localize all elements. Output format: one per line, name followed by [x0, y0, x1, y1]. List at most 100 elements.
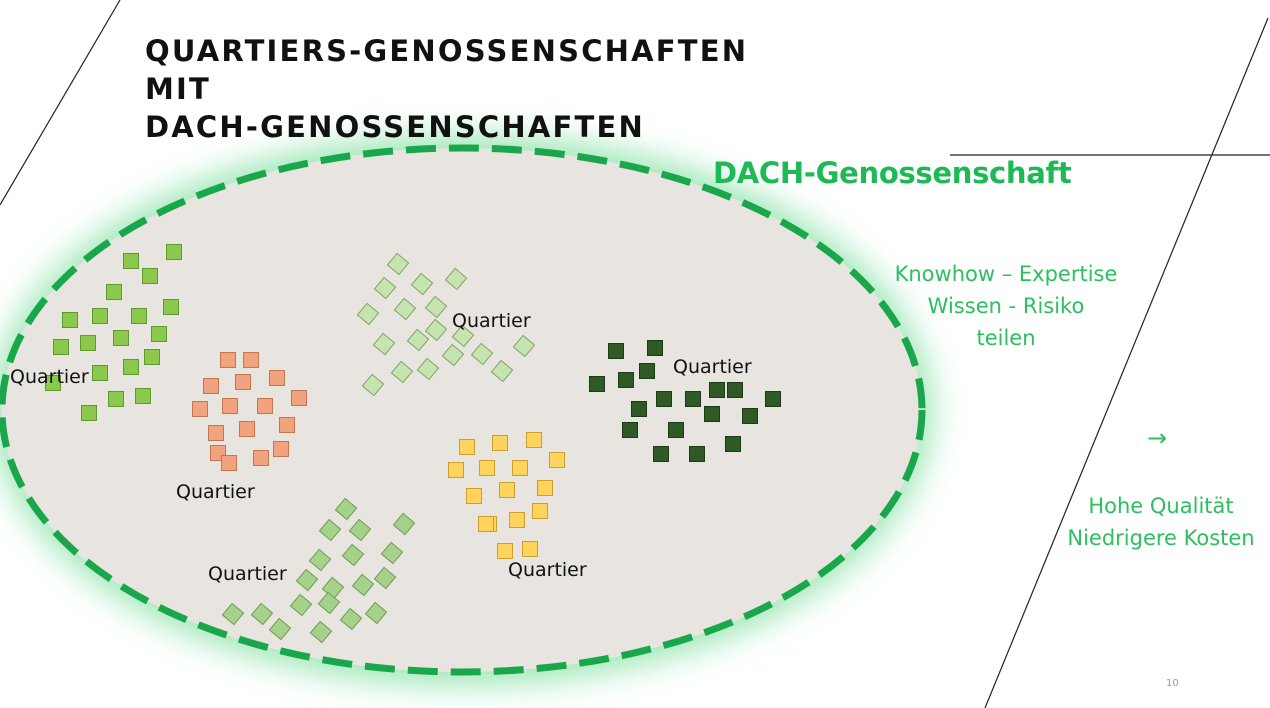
- quarter-cluster-4: Quartier: [589, 340, 781, 462]
- household-square: [291, 390, 307, 406]
- household-square: [392, 512, 416, 536]
- household-square: [108, 391, 124, 407]
- slide-title: QUARTIERS-GENOSSENSCHAFTEN MIT DACH-GENO…: [145, 32, 748, 146]
- household-square: [268, 617, 292, 641]
- household-square: [537, 480, 553, 496]
- household-square: [639, 363, 655, 379]
- household-square: [53, 339, 69, 355]
- household-square: [509, 512, 525, 528]
- quarter-cluster-2: Quartier: [176, 352, 307, 503]
- household-square: [459, 439, 475, 455]
- household-square: [444, 267, 468, 291]
- household-square: [289, 593, 313, 617]
- household-square: [406, 328, 430, 352]
- household-square: [424, 318, 448, 342]
- household-square: [250, 602, 274, 626]
- household-square: [221, 602, 245, 626]
- household-square: [608, 343, 624, 359]
- household-square: [235, 374, 251, 390]
- arrow-right-icon: →: [1147, 424, 1168, 452]
- household-square: [166, 244, 182, 260]
- household-square: [479, 460, 495, 476]
- household-square: [341, 543, 365, 567]
- household-square: [113, 330, 129, 346]
- household-square: [499, 482, 515, 498]
- household-square: [308, 548, 332, 572]
- household-square: [549, 452, 565, 468]
- household-square: [309, 620, 333, 644]
- household-square: [253, 450, 269, 466]
- decor-line-left: [0, 0, 121, 206]
- household-square: [135, 388, 151, 404]
- household-square: [372, 332, 396, 356]
- household-square: [512, 460, 528, 476]
- household-square: [373, 276, 397, 300]
- quarter-label-5: Quartier: [508, 559, 587, 581]
- title-line-1: QUARTIERS-GENOSSENSCHAFTEN: [145, 34, 749, 68]
- quarter-cluster-5: Quartier: [448, 432, 587, 581]
- household-square: [192, 401, 208, 417]
- quarter-label-6: Quartier: [208, 563, 287, 585]
- sharing-line-1: Knowhow – Expertise: [894, 262, 1118, 286]
- title-line-3: DACH-GENOSSENSCHAFTEN: [145, 110, 645, 144]
- household-square: [589, 376, 605, 392]
- coop-label: DACH-Genossenschaft: [713, 156, 1072, 190]
- household-square: [390, 360, 414, 384]
- household-square: [317, 591, 341, 615]
- household-square: [144, 349, 160, 365]
- household-square: [163, 299, 179, 315]
- household-square: [151, 326, 167, 342]
- household-square: [92, 308, 108, 324]
- household-square: [364, 601, 388, 625]
- quarter-label-4: Quartier: [673, 356, 752, 378]
- household-square: [416, 357, 440, 381]
- household-square: [142, 268, 158, 284]
- household-square: [92, 365, 108, 381]
- household-square: [512, 334, 536, 358]
- outcome-line-2: Niedrigere Kosten: [1067, 526, 1255, 550]
- household-square: [448, 462, 464, 478]
- page-number: 10: [1166, 678, 1179, 689]
- household-square: [727, 382, 743, 398]
- household-square: [318, 518, 342, 542]
- household-square: [243, 352, 259, 368]
- quarters-layer: QuartierQuartierQuartierQuartierQuartier…: [10, 244, 781, 644]
- quarter-cluster-3: Quartier: [356, 252, 536, 397]
- household-square: [222, 398, 238, 414]
- household-square: [656, 391, 672, 407]
- household-square: [765, 391, 781, 407]
- household-square: [410, 272, 434, 296]
- coop-ellipse-dashed-border: [0, 144, 926, 676]
- household-square: [334, 497, 358, 521]
- household-square: [725, 436, 741, 452]
- outcome-text: Hohe Qualität Niedrigere Kosten: [1052, 490, 1270, 554]
- household-square: [497, 543, 513, 559]
- household-square: [466, 488, 482, 504]
- household-square: [647, 340, 663, 356]
- household-square: [239, 421, 255, 437]
- quarter-label-2: Quartier: [176, 481, 255, 503]
- household-square: [361, 373, 385, 397]
- household-square: [348, 518, 372, 542]
- sharing-line-2: Wissen - Risiko: [927, 294, 1085, 318]
- household-square: [220, 352, 236, 368]
- household-square: [131, 308, 147, 324]
- household-square: [622, 422, 638, 438]
- household-square: [203, 378, 219, 394]
- household-square: [490, 359, 514, 383]
- household-square: [470, 342, 494, 366]
- household-square: [653, 446, 669, 462]
- household-square: [618, 372, 634, 388]
- household-square: [106, 284, 122, 300]
- household-square: [380, 541, 404, 565]
- household-square: [123, 359, 139, 375]
- household-square: [273, 441, 289, 457]
- household-square: [441, 343, 465, 367]
- outcome-line-1: Hohe Qualität: [1088, 494, 1234, 518]
- quarter-label-1: Quartier: [10, 366, 89, 388]
- quarter-label-3: Quartier: [452, 310, 531, 332]
- sharing-text: Knowhow – Expertise Wissen - Risiko teil…: [868, 258, 1144, 354]
- household-square: [45, 375, 61, 391]
